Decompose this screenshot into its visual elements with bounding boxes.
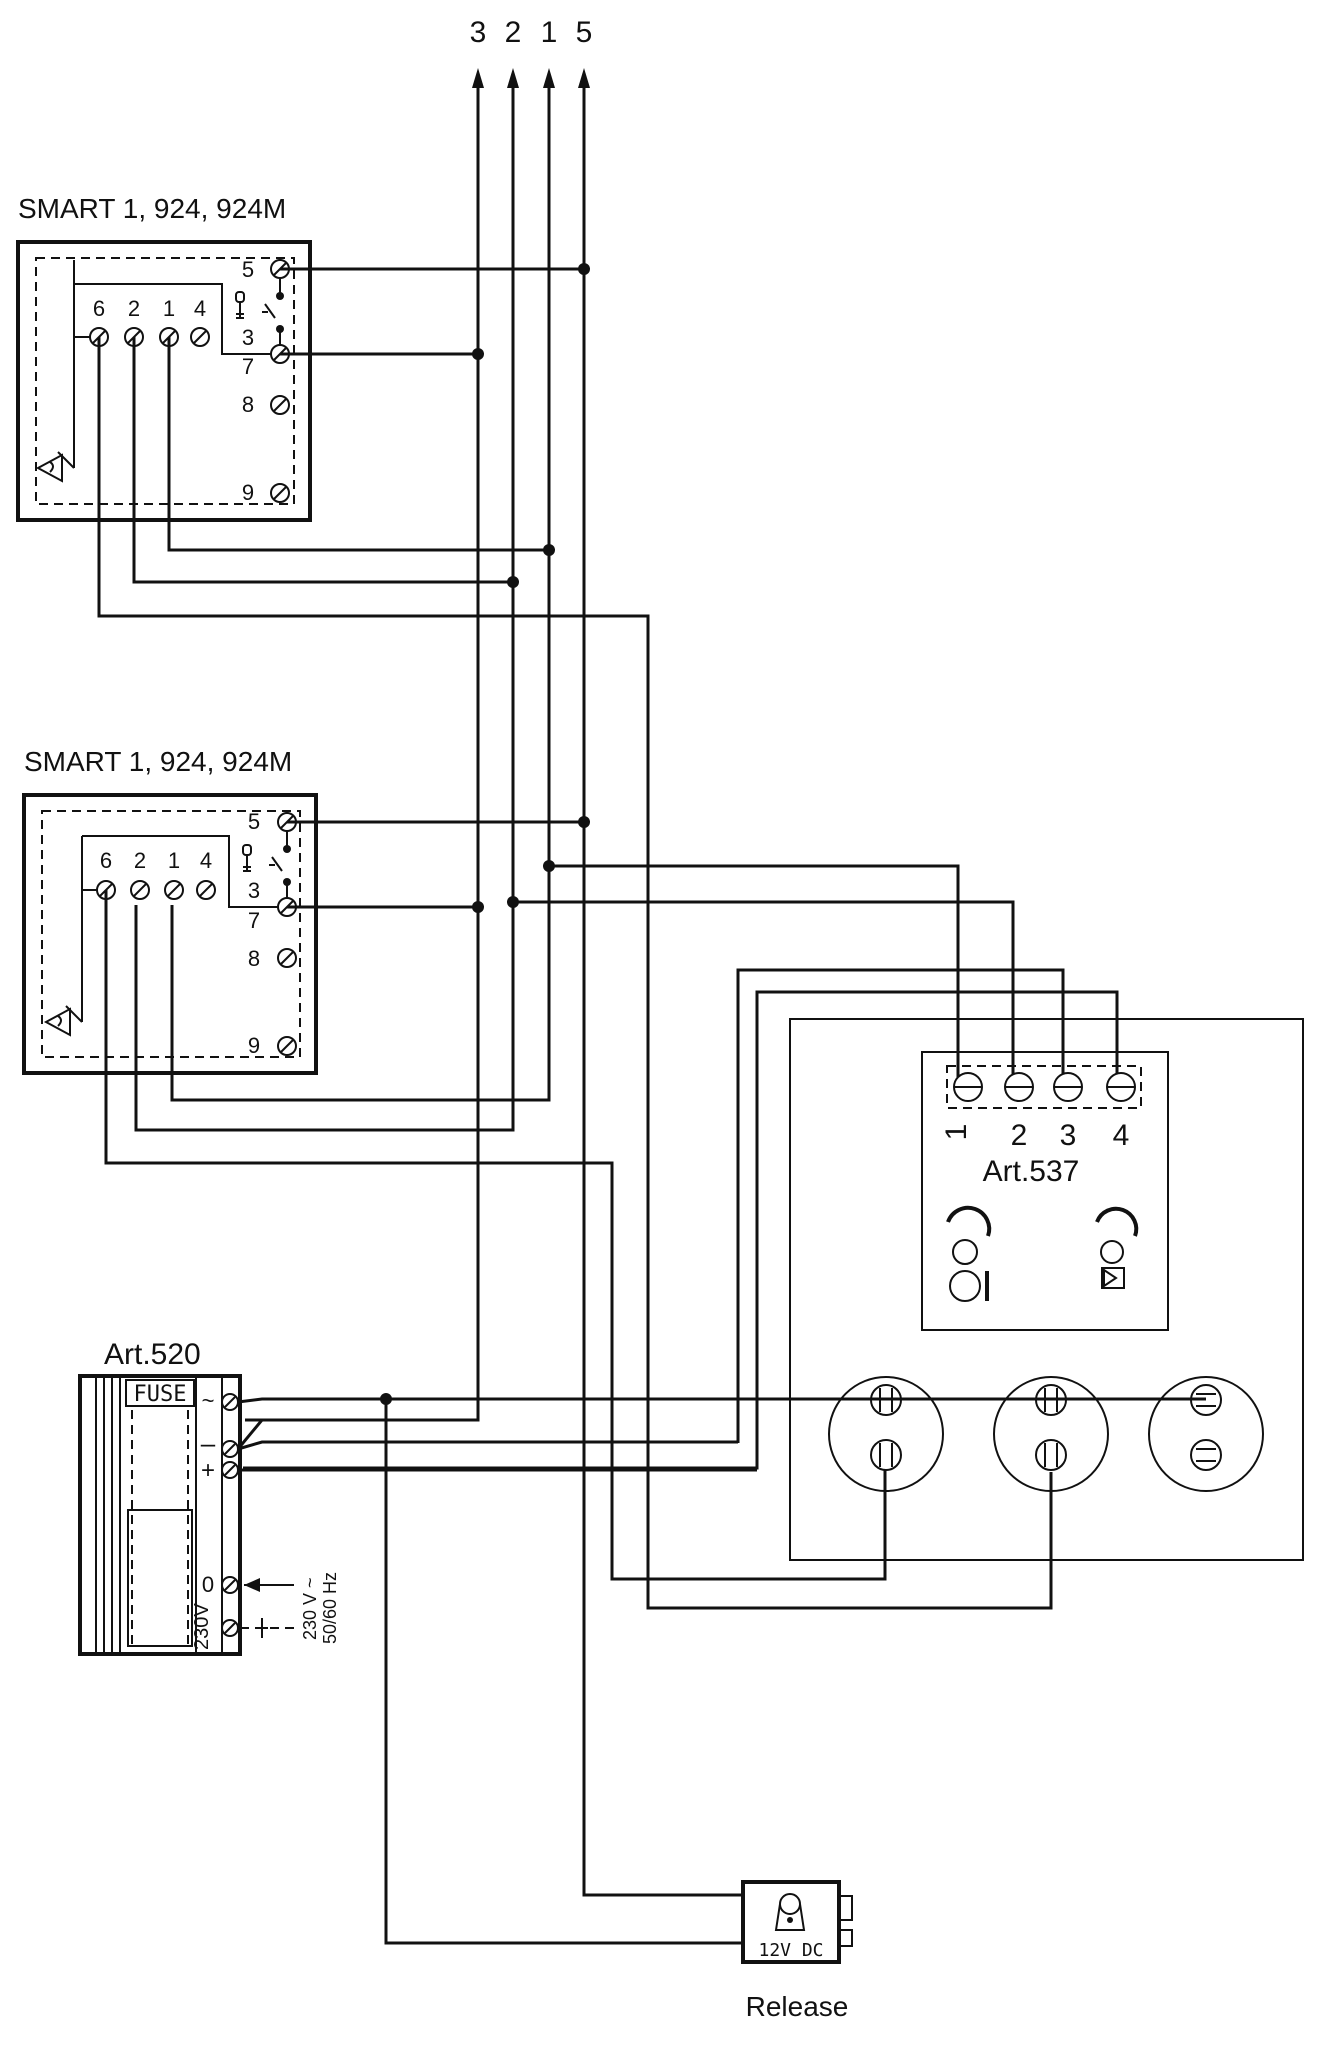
speaker-module-frame <box>921 1051 1169 1331</box>
terminal-label: 6 <box>93 296 105 321</box>
wire-6 <box>97 337 1053 1610</box>
unit-title: SMART 1, 924, 924M <box>24 746 292 777</box>
mains-voltage-label: 230 V ~ <box>300 1577 320 1640</box>
speaker-icon <box>35 453 63 483</box>
terminal-label: 6 <box>100 848 112 873</box>
terminal-label: 8 <box>242 392 254 417</box>
unit-1-wiring <box>97 267 1053 1610</box>
intercom-unit-2: SMART 1, 924, 924M 6 2 1 4 5 3 7 8 9 <box>22 746 318 1075</box>
terminal-label: + <box>201 1457 215 1484</box>
terminal-label: 3 <box>242 325 254 350</box>
power-supply-wiring <box>236 1397 1206 1945</box>
terminal-label: 5 <box>242 257 254 282</box>
panel-frame <box>789 1018 1304 1561</box>
voltage-label: 230V <box>191 1603 213 1650</box>
arrow-up-icon <box>578 68 590 88</box>
unit-2-wiring <box>104 820 1119 1581</box>
bus-line-5 <box>582 86 743 1897</box>
junction-dots <box>380 263 590 1405</box>
terminal-label: 2 <box>1011 1119 1028 1152</box>
intercom-unit-1: SMART 1, 924, 924M 6 2 1 4 5 3 7 8 9 <box>16 193 312 522</box>
release-label: Release <box>746 1991 849 2022</box>
unit-frame <box>22 793 318 1075</box>
arrow-up-icon <box>543 68 555 88</box>
terminal-label: 5 <box>248 809 260 834</box>
wire-1 <box>167 337 549 552</box>
mains-frequency-label: 50/60 Hz <box>320 1572 340 1644</box>
earth-icon <box>256 1618 268 1638</box>
terminal-label: 1 <box>168 848 180 873</box>
door-button-icon <box>242 831 291 898</box>
terminal-label: 2 <box>134 848 146 873</box>
bus-label-1: 1 <box>541 16 558 49</box>
terminal-label: 1 <box>940 1124 973 1141</box>
bus-line-3 <box>245 86 480 1422</box>
arrow-up-icon <box>472 68 484 88</box>
terminal-label: 4 <box>194 296 206 321</box>
bus-line-1 <box>170 86 551 1102</box>
terminal-label: 3 <box>1060 1119 1077 1152</box>
screw-terminal-icon <box>1035 1439 1067 1471</box>
terminal-label: 3 <box>248 878 260 903</box>
power-supply-title: Art.520 <box>104 1338 201 1371</box>
wire-to-537-3 <box>736 968 1065 1443</box>
bus-line-2-lower <box>134 905 515 1132</box>
power-supply-frame <box>78 1374 242 1656</box>
speaker-icon <box>43 1007 71 1037</box>
terminal-label: 1 <box>163 296 175 321</box>
terminal-label: 9 <box>242 480 254 505</box>
terminal-label: 2 <box>128 296 140 321</box>
door-button-icon <box>235 278 284 345</box>
fuse-label: FUSE <box>134 1382 187 1407</box>
wire-to-537-2 <box>513 900 1015 1082</box>
terminal-label: – <box>201 1428 216 1458</box>
screw-terminal-icon <box>870 1439 902 1471</box>
bus-label-3: 3 <box>470 16 487 49</box>
unit-inner-outline <box>35 257 295 505</box>
terminal-label: 9 <box>248 1033 260 1058</box>
unit-title: SMART 1, 924, 924M <box>18 193 286 224</box>
wire-minus-1 <box>236 1419 264 1450</box>
module-title: Art.537 <box>983 1155 1080 1188</box>
arrow-left-icon <box>244 1578 260 1592</box>
terminal-label: 4 <box>1113 1119 1130 1152</box>
internal-wire <box>57 337 75 469</box>
wire-2 <box>132 337 513 584</box>
unit-inner-outline <box>41 810 301 1058</box>
wire-to-537-1 <box>549 864 960 1082</box>
terminal-label: 7 <box>248 908 260 933</box>
bus-label-5: 5 <box>576 16 593 49</box>
bus-labels: 3 2 1 5 <box>470 16 593 49</box>
release-frame <box>741 1880 841 1964</box>
wire-minus-2 <box>237 1440 738 1451</box>
terminal-label: 4 <box>200 848 212 873</box>
screw-terminal-icon <box>1190 1439 1222 1471</box>
bus-arrows <box>472 68 590 88</box>
release-voltage: 12V DC <box>758 1940 823 1961</box>
arrow-up-icon <box>507 68 519 88</box>
terminal-label: ~ <box>202 1388 215 1413</box>
wire-6 <box>104 890 887 1581</box>
internal-wire <box>65 890 83 1023</box>
call-button-3[interactable] <box>1148 1376 1264 1492</box>
wire-ac <box>237 1397 1206 1404</box>
terminal-strip-outline <box>946 1065 1142 1109</box>
bus-label-2: 2 <box>505 16 522 49</box>
unit-frame <box>16 240 312 522</box>
speaker-icon <box>1095 1206 1139 1289</box>
door-release: 12V DC Release <box>741 1880 853 2022</box>
speaker-panel: 1 2 3 4 Art.537 <box>789 1018 1304 1561</box>
fuse-box <box>125 1379 195 1407</box>
lock-icon <box>774 1893 806 1931</box>
terminal-label: 0 <box>202 1572 214 1597</box>
terminal-label: 8 <box>248 946 260 971</box>
wire-release <box>384 1399 743 1945</box>
wire-to-537-4 <box>243 990 1119 1470</box>
terminal-label: 7 <box>242 354 254 379</box>
transformer-block <box>127 1509 193 1647</box>
power-supply: Art.520 FUSE ~ – + 0 230V 230 V ~ 50/60 … <box>78 1338 340 1656</box>
microphone-icon <box>946 1205 992 1302</box>
bus-lines <box>134 86 743 1897</box>
